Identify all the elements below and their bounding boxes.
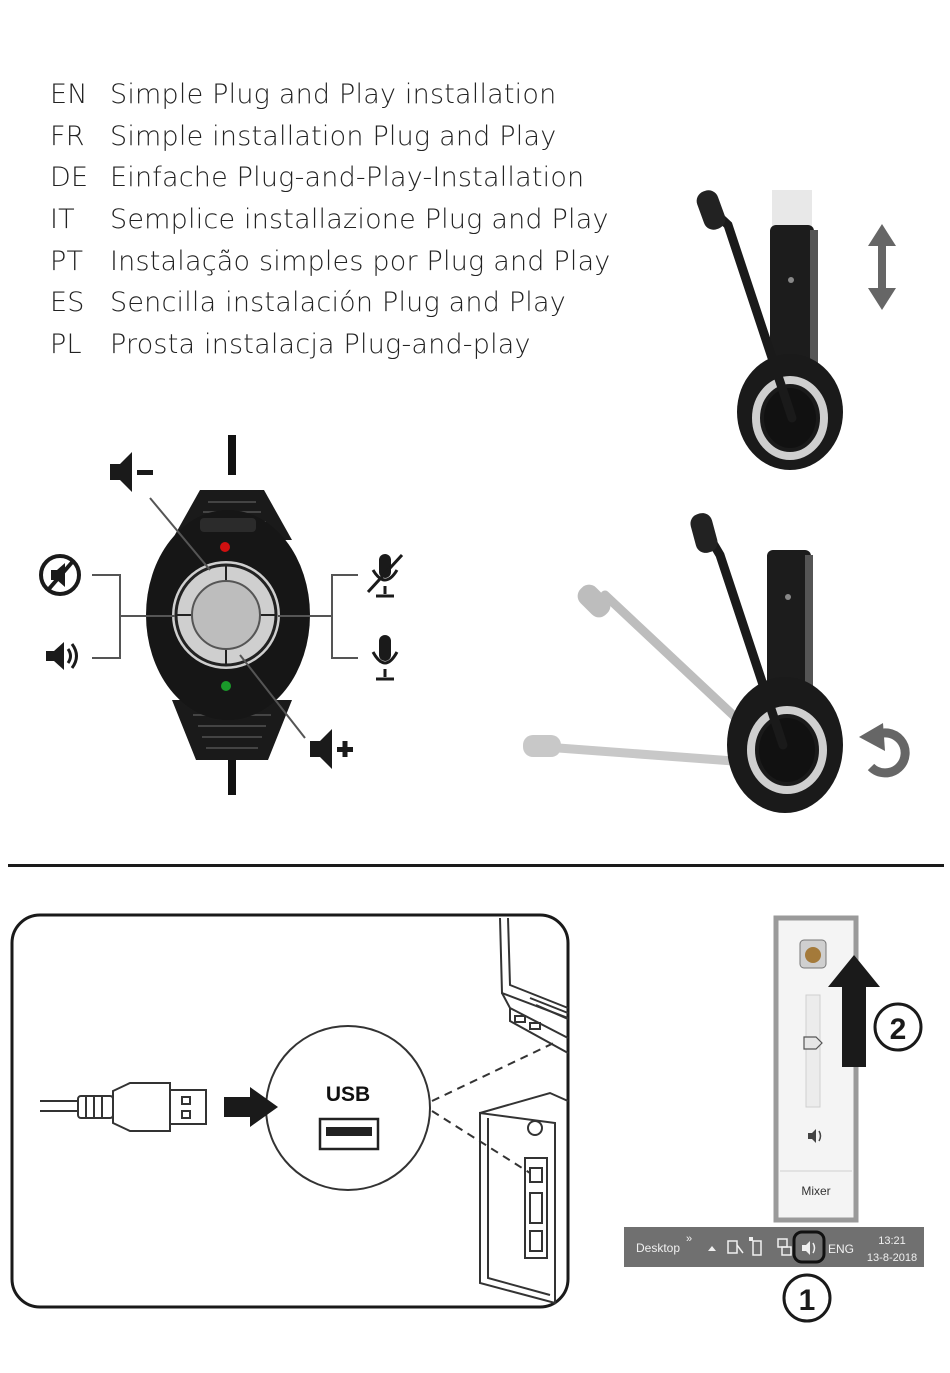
up-arrow-icon	[828, 955, 880, 1067]
taskbar	[624, 1227, 924, 1267]
language-list: EN Simple Plug and Play installation FR Si…	[50, 74, 611, 365]
usb-port-callout	[265, 1025, 431, 1191]
lang-code: FR	[50, 120, 85, 152]
taskbar-language[interactable]: ENG	[828, 1242, 854, 1256]
ghost-boom-2	[540, 742, 765, 768]
mixer-link[interactable]: Mixer	[801, 1184, 830, 1198]
lang-row-es: ES Sencilla instalación Plug and Play	[50, 282, 611, 324]
height-adjust-arrow-icon	[868, 224, 896, 310]
lang-code: DE	[50, 162, 89, 194]
step-2-number: 2	[890, 1013, 907, 1046]
lang-row-pt: PT Instalação simples por Plug and Play	[50, 240, 611, 282]
usb-cable-plug	[40, 1082, 207, 1132]
green-led	[221, 681, 231, 691]
microphone-head	[696, 190, 726, 230]
taskbar-date[interactable]: 13-8-2018	[867, 1252, 917, 1264]
volume-up-icon	[310, 729, 353, 769]
step-2-badge	[873, 1002, 923, 1052]
lang-code: PT	[50, 245, 84, 277]
windows-volume-illustration: Mixer 2 Desktop » ENG 13:21 13-8-2018 1	[624, 915, 924, 1323]
cable-bottom	[228, 750, 236, 795]
mic-mute-icon	[366, 553, 404, 598]
microphone-head	[690, 513, 718, 553]
lang-row-fr: FR Simple installation Plug and Play	[50, 116, 611, 158]
headset-rotate-illustration	[523, 513, 910, 813]
tray-volume-highlight	[792, 1230, 826, 1264]
red-led	[220, 542, 230, 552]
rotate-arrow-icon	[859, 723, 910, 778]
volume-speaker-icon[interactable]	[808, 1129, 822, 1143]
lang-row-pl: PL Prosta instalacja Plug-and-play	[50, 324, 611, 366]
network-icon[interactable]	[777, 1238, 792, 1256]
step-1-number: 1	[799, 1284, 816, 1317]
desktop-tower-illustration	[479, 1091, 569, 1305]
lang-code: PL	[50, 328, 82, 360]
lang-code: ES	[50, 287, 85, 319]
lang-code: EN	[50, 79, 88, 111]
taskbar-desktop-label[interactable]: Desktop	[636, 1241, 680, 1255]
laptop-illustration	[499, 917, 569, 1054]
speaker-icon	[46, 642, 78, 670]
lang-row-it: IT Semplice installazione Plug and Play	[50, 199, 611, 241]
battery-icon[interactable]	[749, 1237, 762, 1256]
taskbar-chevron[interactable]: »	[686, 1233, 692, 1245]
lang-text: Semplice installazione Plug and Play	[110, 204, 609, 236]
headband-slider	[767, 550, 811, 710]
tray-expand-icon[interactable]	[708, 1246, 716, 1251]
lang-text: Simple installation Plug and Play	[110, 120, 557, 152]
step-1-badge	[782, 1273, 832, 1323]
inline-controller-illustration	[39, 435, 404, 795]
usb-connection-panel: USB	[10, 913, 570, 1309]
taskbar-time[interactable]: 13:21	[878, 1235, 906, 1247]
lang-row-en: EN Simple Plug and Play installation	[50, 74, 611, 116]
headset-height-illustration	[696, 190, 896, 470]
volume-down-icon	[110, 452, 153, 492]
cable-top	[228, 435, 236, 475]
lang-text: Einfache Plug-and-Play-Installation	[110, 162, 585, 194]
lang-code: IT	[50, 204, 75, 236]
mic-icon	[371, 635, 399, 681]
insert-arrow-icon	[224, 1087, 278, 1127]
speaker-device-icon	[799, 939, 827, 969]
volume-track[interactable]	[805, 994, 821, 1108]
section-divider	[8, 864, 944, 867]
lang-text: Simple Plug and Play installation	[110, 79, 557, 111]
volume-slider-thumb[interactable]	[803, 1036, 823, 1050]
lang-text: Sencilla instalación Plug and Play	[110, 287, 566, 319]
action-center-flag-icon[interactable]	[727, 1240, 744, 1254]
usb-label: USB	[326, 1083, 370, 1106]
lang-row-de: DE Einfache Plug-and-Play-Installation	[50, 157, 611, 199]
mute-speaker-icon	[39, 554, 81, 596]
lang-text: Prosta instalacja Plug-and-play	[110, 328, 531, 360]
tray-volume-icon[interactable]	[802, 1241, 816, 1255]
lang-text: Instalação simples por Plug and Play	[110, 245, 611, 277]
